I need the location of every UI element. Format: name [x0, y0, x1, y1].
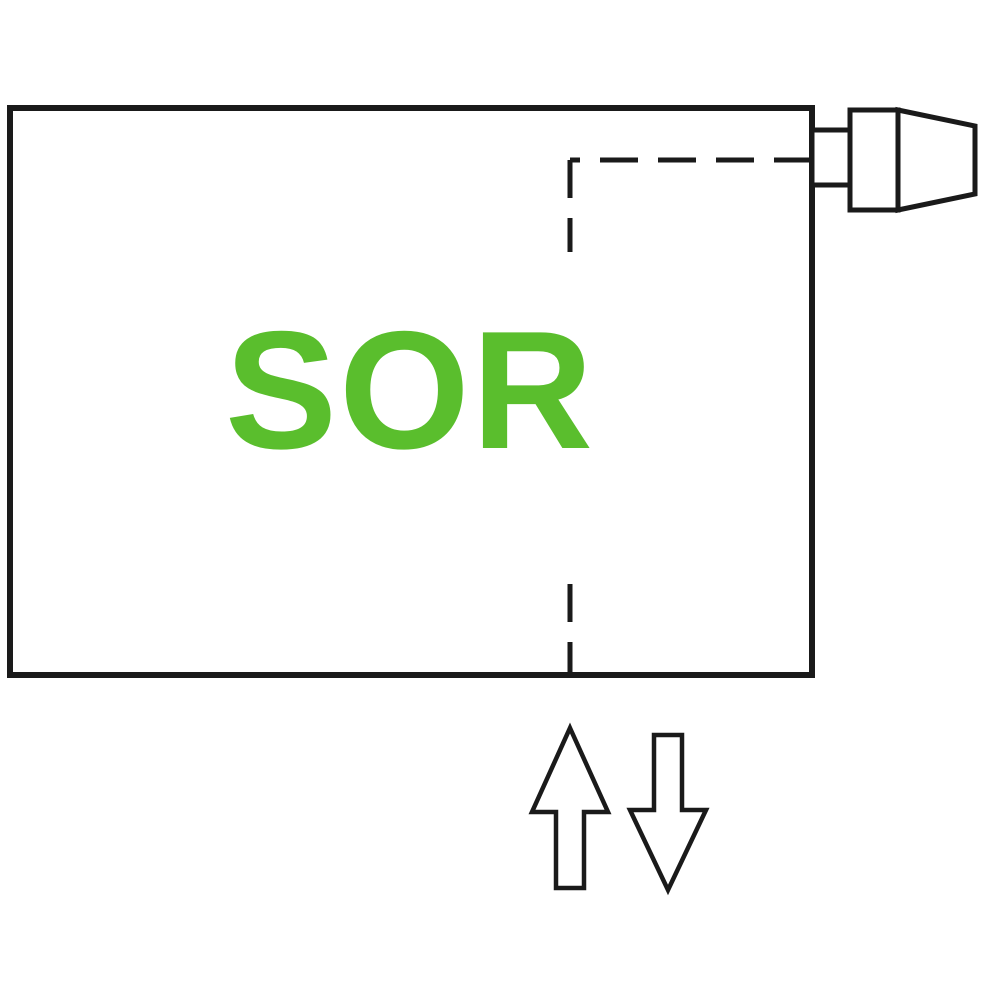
valve-head-icon: [895, 106, 978, 214]
radiator-body: [7, 105, 815, 678]
flow-arrow-up-icon: [528, 722, 612, 891]
flow-arrow-down-icon: [626, 732, 710, 896]
valve-connector-stub: [809, 127, 853, 188]
radiator-model-label: SOR: [225, 296, 595, 484]
valve-body: [847, 107, 901, 213]
